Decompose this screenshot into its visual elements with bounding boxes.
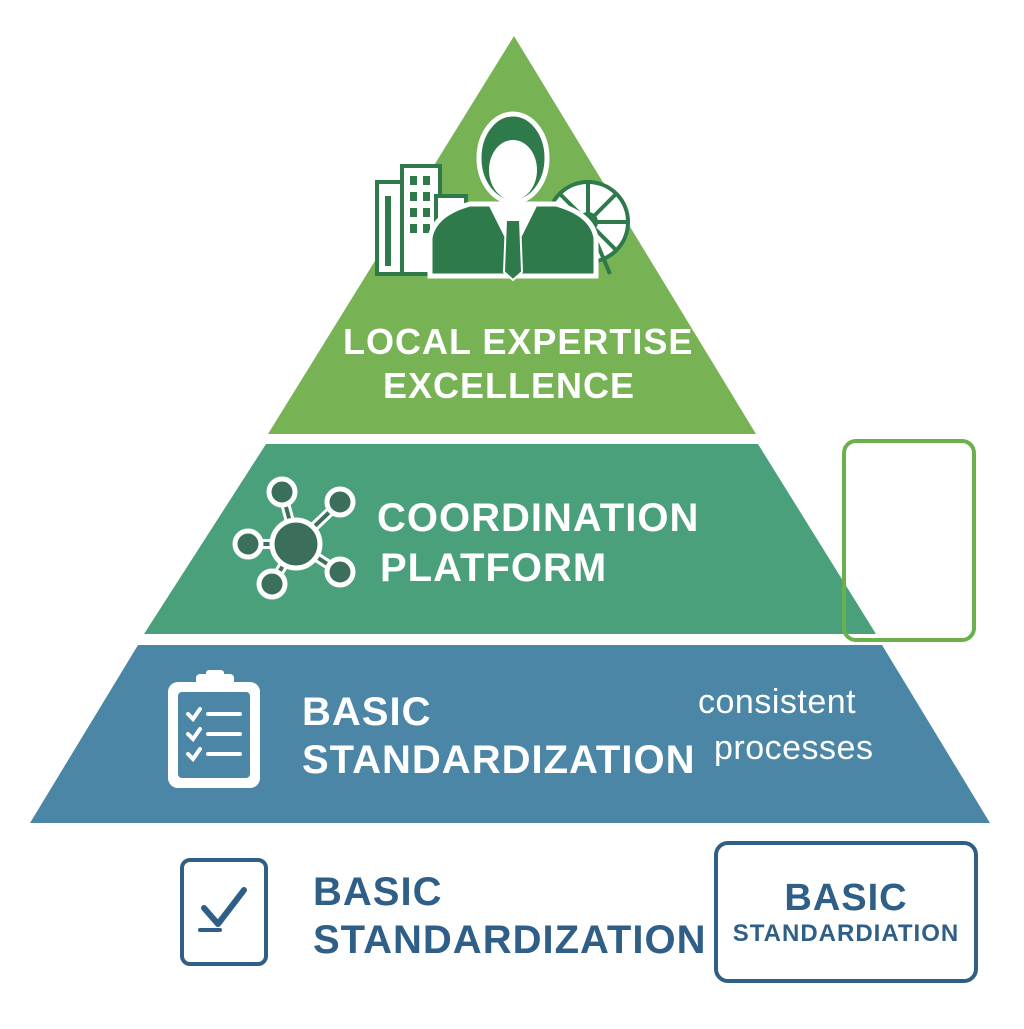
tier-bottom-shape [30, 645, 990, 823]
tier-bottom-label-line2: STANDARDIZATION [302, 738, 696, 782]
footer-label-line1: BASIC [313, 870, 443, 914]
tier-bottom-note-line2: processes [714, 729, 874, 767]
checkbox-icon [180, 858, 268, 966]
side-outline-box [842, 439, 976, 642]
footer-box [714, 841, 978, 983]
tier-bottom-note-line1: consistent [698, 683, 857, 721]
tier-middle-label-line2: PLATFORM [380, 546, 608, 590]
footer-box-label-line1: BASIC [784, 877, 908, 919]
tier-middle-shape [144, 444, 876, 634]
tier-top-label-line2: EXCELLENCE [383, 365, 636, 406]
tier-bottom-label-line1: BASIC [302, 690, 432, 734]
network-hub-icon [232, 476, 356, 600]
tier-middle-label-line1: COORDINATION [377, 496, 700, 540]
clipboard-checklist-icon [168, 670, 260, 788]
footer-box-label-line2: STANDARDIATION [732, 920, 960, 947]
tier-top-label-line1: LOCAL EXPERTISE [343, 321, 694, 362]
businessman-icon [427, 111, 599, 282]
footer-label-line2: STANDARDIZATION [313, 918, 707, 962]
